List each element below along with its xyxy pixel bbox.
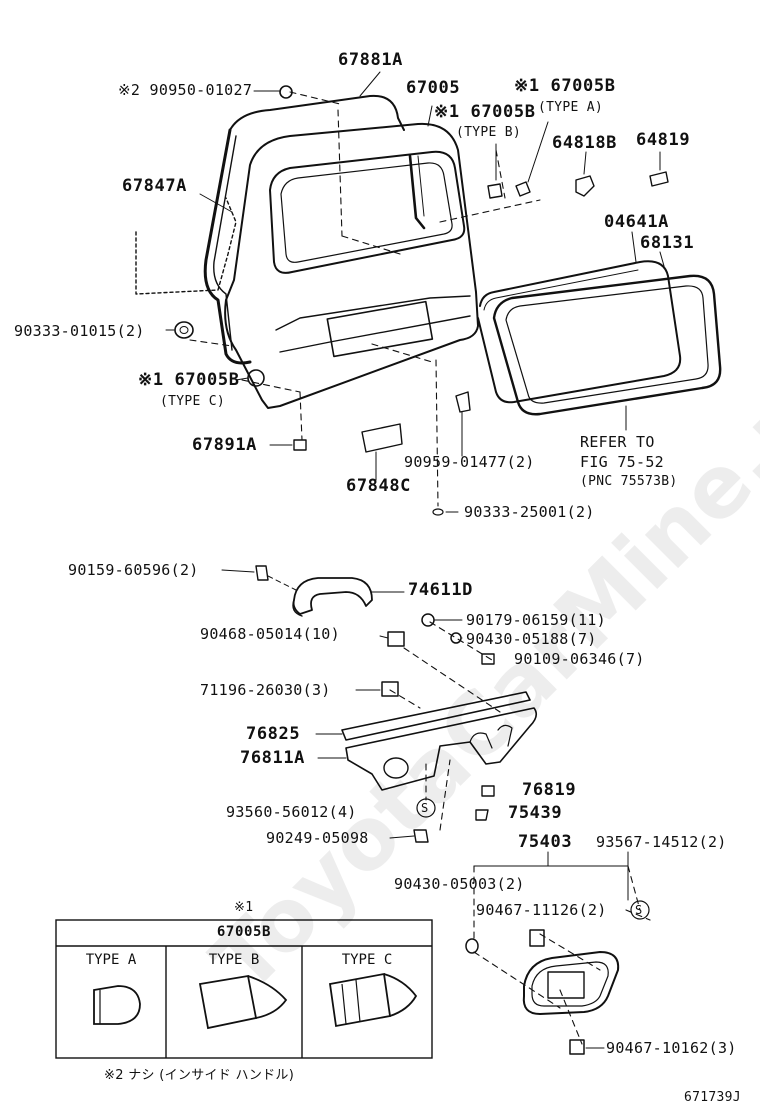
label-type-c: (TYPE C) bbox=[160, 394, 226, 409]
label-90959-01477: 90959-01477(2) bbox=[404, 453, 535, 471]
label-93567-14512: 93567-14512(2) bbox=[596, 833, 727, 851]
service-hole-cover bbox=[135, 197, 237, 295]
label-refer-fig: FIG 75-52 bbox=[580, 453, 664, 471]
sheet-67848c bbox=[361, 423, 403, 453]
figure-code: 671739J bbox=[684, 1090, 741, 1105]
door-weatherstrip bbox=[229, 94, 405, 131]
label-s-mark-93560: S bbox=[421, 801, 429, 815]
stopper-64818b bbox=[575, 175, 595, 197]
label-90950-01027: ※2 90950-01027 bbox=[118, 81, 253, 99]
label-type-b: (TYPE B) bbox=[456, 125, 522, 140]
cushion-type-a bbox=[515, 181, 531, 197]
label-76825: 76825 bbox=[246, 724, 301, 744]
bolt-90249 bbox=[413, 829, 429, 843]
type-a-icon bbox=[93, 985, 141, 1025]
plug-90333-25001 bbox=[432, 508, 444, 516]
label-67005: 67005 bbox=[406, 78, 461, 98]
label-90467-11126: 90467-11126(2) bbox=[476, 901, 607, 919]
nut-90950 bbox=[279, 85, 293, 99]
legend-type-a: TYPE A bbox=[85, 952, 137, 968]
clip-90468 bbox=[387, 631, 405, 647]
legend-type-c: TYPE C bbox=[341, 952, 393, 968]
washer-90430-05003 bbox=[465, 938, 479, 954]
label-64818b: 64818B bbox=[552, 133, 618, 153]
label-refer-to: REFER TO bbox=[580, 433, 655, 451]
license-recess bbox=[326, 300, 434, 358]
label-71196-26030: 71196-26030(3) bbox=[200, 681, 331, 699]
door-window-opening bbox=[269, 150, 466, 274]
legend-marker: ※1 bbox=[234, 900, 254, 915]
label-64819: 64819 bbox=[636, 130, 691, 150]
label-75439: 75439 bbox=[508, 803, 563, 823]
label-67005b-type-b-part: ※1 67005B bbox=[434, 102, 536, 122]
s-clip-93567 bbox=[630, 900, 650, 920]
plug-64819 bbox=[649, 171, 669, 187]
label-90159-60596: 90159-60596(2) bbox=[68, 561, 199, 579]
garnish-76811a bbox=[345, 707, 538, 791]
cushion-type-b bbox=[487, 183, 503, 199]
label-67881a: 67881A bbox=[338, 50, 404, 70]
legend-title: 67005B bbox=[216, 924, 272, 940]
label-76811a: 76811A bbox=[240, 748, 306, 768]
screw-90467-11126 bbox=[529, 929, 545, 947]
label-76819: 76819 bbox=[522, 780, 577, 800]
label-04641a: 04641A bbox=[604, 212, 670, 232]
label-90430-05003: 90430-05003(2) bbox=[394, 875, 525, 893]
hinge-cover-74611d bbox=[292, 577, 373, 615]
label-90179-06159: 90179-06159(11) bbox=[466, 611, 606, 629]
legend-box-lines bbox=[55, 919, 433, 1059]
label-67891a: 67891A bbox=[192, 435, 258, 455]
label-90430-05188: 90430-05188(7) bbox=[466, 630, 597, 648]
clip-76819 bbox=[481, 785, 495, 797]
label-67005b-type-a-part: ※1 67005B bbox=[514, 76, 616, 96]
footnote: ※2 ナシ (インサイド ハンドル) bbox=[104, 1068, 295, 1083]
legend-type-b: TYPE B bbox=[208, 952, 260, 968]
screw-90109 bbox=[481, 653, 495, 665]
s-clip-93560 bbox=[416, 798, 436, 818]
washer-90430-05188 bbox=[450, 632, 462, 644]
label-90468-05014: 90468-05014(10) bbox=[200, 625, 340, 643]
type-b-icon bbox=[198, 974, 258, 1030]
label-67005b-type-c-part: ※1 67005B bbox=[138, 370, 240, 390]
label-74611d: 74611D bbox=[408, 580, 474, 600]
label-67847a: 67847A bbox=[122, 176, 188, 196]
label-90333-01015: 90333-01015(2) bbox=[14, 322, 145, 340]
back-door-panel bbox=[224, 122, 479, 409]
glass-weatherstrip bbox=[477, 260, 682, 404]
label-75403: 75403 bbox=[518, 832, 573, 852]
label-90109-06346: 90109-06346(7) bbox=[514, 650, 645, 668]
clip-75439 bbox=[475, 809, 489, 821]
clip-71196 bbox=[381, 681, 399, 697]
label-67848c: 67848C bbox=[346, 476, 412, 496]
label-93560-56012: 93560-56012(4) bbox=[226, 803, 357, 821]
back-glass bbox=[492, 274, 722, 416]
label-s-mark-93567: S bbox=[635, 903, 643, 917]
clip-67891a bbox=[293, 439, 307, 451]
nut-90467-10162 bbox=[569, 1039, 585, 1055]
moulding-76825 bbox=[341, 691, 531, 741]
label-90249-05098: 90249-05098 bbox=[266, 829, 369, 847]
nut-90179 bbox=[421, 613, 435, 627]
label-refer-pnc: (PNC 75573B) bbox=[580, 474, 678, 489]
label-68131: 68131 bbox=[640, 233, 695, 253]
label-90333-25001: 90333-25001(2) bbox=[464, 503, 595, 521]
label-type-a: (TYPE A) bbox=[538, 100, 604, 115]
outside-handle-75403 bbox=[522, 951, 620, 1015]
label-90467-10162: 90467-10162(3) bbox=[606, 1039, 737, 1057]
clip-90959 bbox=[455, 391, 471, 413]
bumper-90333-01015 bbox=[174, 321, 194, 339]
bolt-90159 bbox=[255, 565, 269, 581]
